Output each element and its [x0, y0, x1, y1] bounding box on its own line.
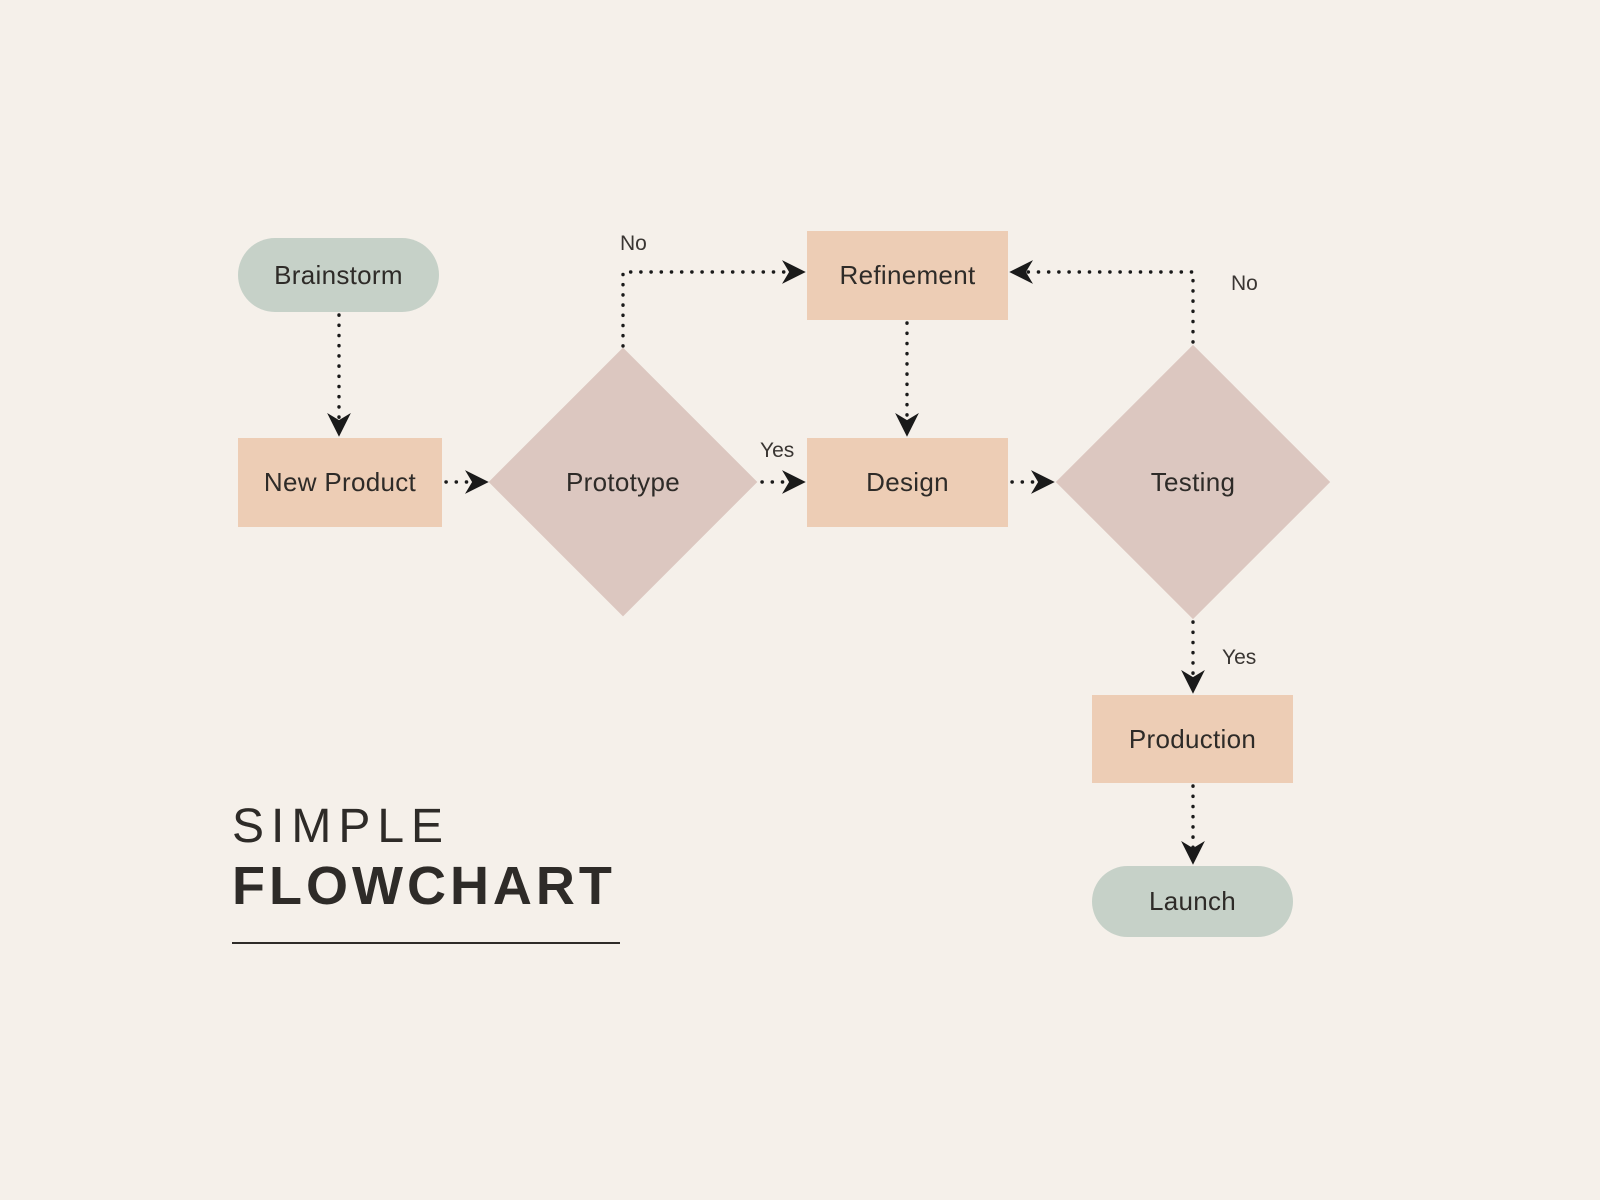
- edge-testing-to-refinement-no: [1009, 260, 1195, 344]
- node-brainstorm-label: Brainstorm: [274, 259, 403, 290]
- node-design-label: Design: [866, 467, 949, 498]
- node-launch[interactable]: Launch: [1092, 866, 1293, 937]
- title-line-2: FLOWCHART: [232, 855, 616, 916]
- title-underline-rule: [232, 942, 620, 945]
- node-brainstorm[interactable]: Brainstorm: [238, 238, 439, 312]
- node-production[interactable]: Production: [1092, 695, 1293, 783]
- edge-label-testing-yes: Yes: [1222, 646, 1257, 669]
- edge-label-prototype-yes: Yes: [760, 439, 795, 462]
- title-block: SIMPLE FLOWCHART: [232, 800, 620, 945]
- node-new-product[interactable]: New Product: [238, 438, 442, 527]
- node-testing-label: Testing: [1150, 466, 1236, 497]
- title-line-1: SIMPLE: [232, 800, 451, 853]
- node-design[interactable]: Design: [807, 438, 1008, 527]
- edge-prototype-to-refinement-no: [621, 260, 806, 348]
- node-prototype-label: Prototype: [566, 466, 680, 497]
- node-refinement-label: Refinement: [839, 260, 976, 291]
- node-testing[interactable]: Testing: [1055, 344, 1331, 620]
- edge-label-prototype-no: No: [620, 232, 647, 255]
- node-prototype[interactable]: Prototype: [488, 347, 758, 617]
- node-launch-label: Launch: [1148, 886, 1237, 917]
- node-refinement[interactable]: Refinement: [807, 231, 1008, 320]
- edge-label-testing-no: No: [1231, 272, 1258, 295]
- node-new-product-label: New Product: [263, 467, 417, 498]
- node-production-label: Production: [1128, 723, 1257, 754]
